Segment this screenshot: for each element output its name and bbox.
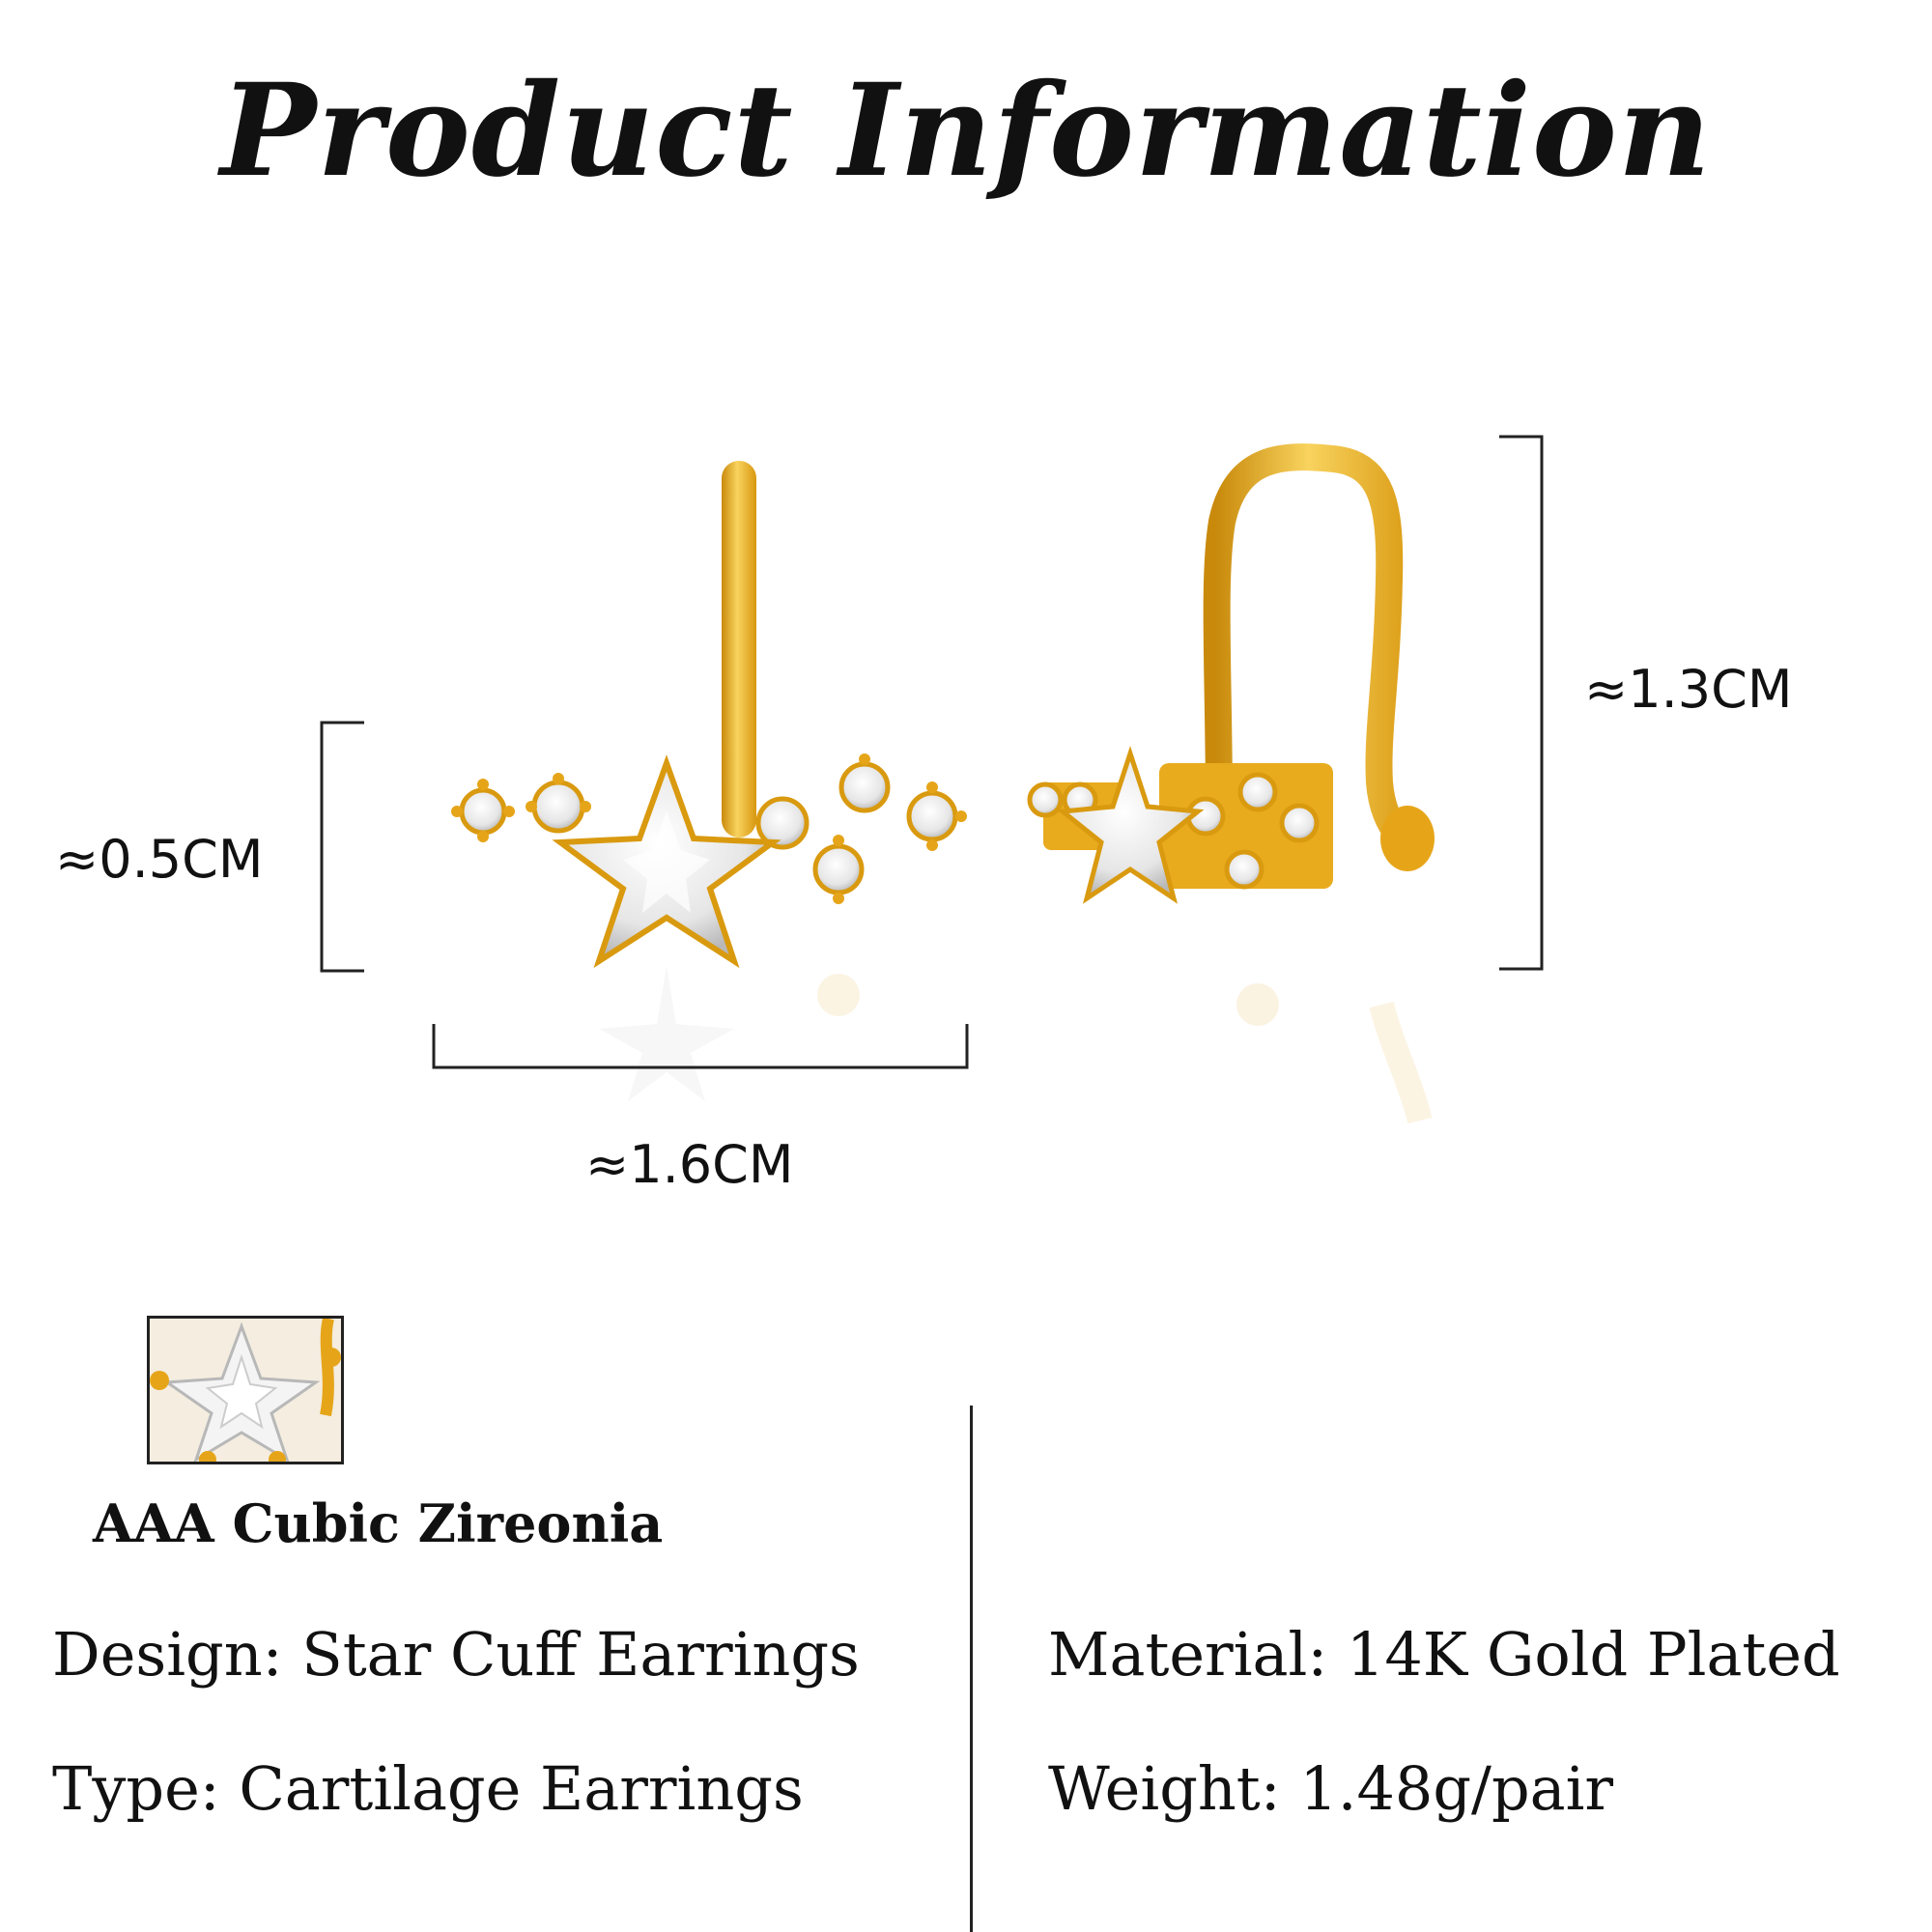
product-illustration (320, 435, 1544, 1124)
width-label: ≈1.6CM (585, 1134, 794, 1195)
spec-type: Type: Cartilage Earrings (52, 1753, 804, 1824)
page-title: Product Information (220, 56, 1712, 206)
reflection (599, 966, 1433, 1124)
spec-material: Material: 14K Gold Plated (1048, 1619, 1840, 1690)
column-divider (970, 1406, 973, 1932)
height-small-label: ≈0.5CM (55, 829, 264, 890)
right-star-stone (1056, 745, 1205, 904)
stone-type-label: AAA Cubic Zireonia (93, 1492, 664, 1554)
left-earring (451, 461, 967, 969)
dimension-brackets (320, 435, 1544, 1069)
spec-design: Design: Star Cuff Earrings (52, 1619, 860, 1690)
spec-weight: Weight: 1.48g/pair (1048, 1753, 1614, 1824)
height-large-label: ≈1.3CM (1584, 659, 1793, 720)
stone-closeup-image (147, 1316, 344, 1464)
right-earring (1027, 443, 1435, 904)
